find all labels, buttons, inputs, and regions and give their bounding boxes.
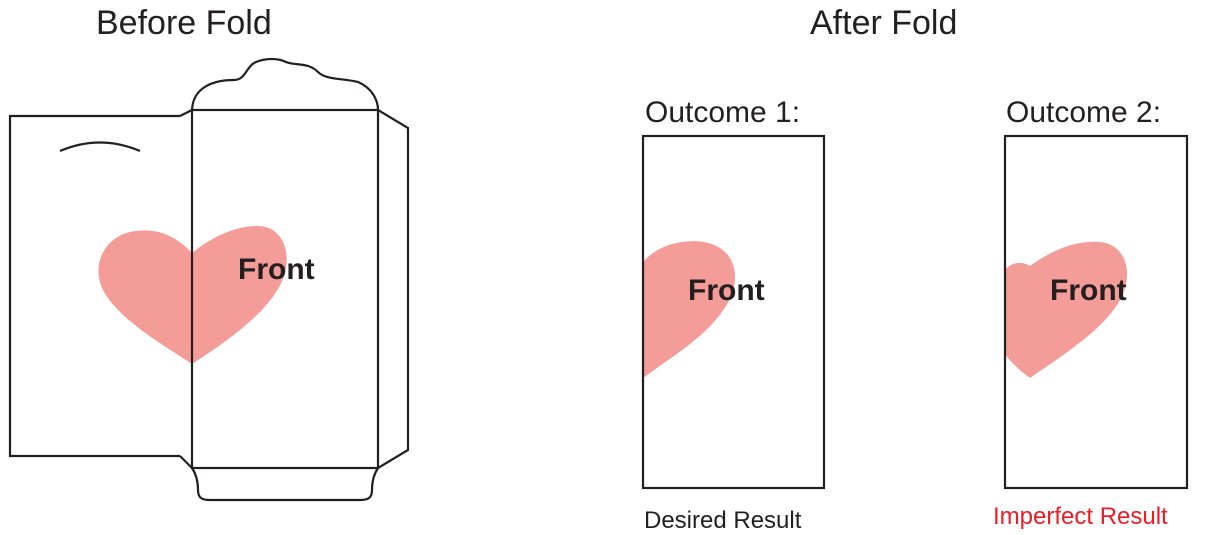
front-label-before: Front: [238, 253, 315, 286]
outcome-1-card-outline: [641, 134, 826, 490]
top-scalloped-flap: [190, 57, 380, 111]
outcome-2-card-outline: [1003, 134, 1189, 490]
outcome-2-label: Outcome 2:: [1006, 96, 1162, 129]
bottom-flap: [191, 467, 379, 502]
left-flap-joint: [179, 109, 193, 469]
heart-shape-outcome-1: [643, 241, 736, 378]
front-label-outcome-2: Front: [1050, 274, 1127, 307]
unfolded-envelope-template: Front: [8, 57, 410, 502]
outcome-1-label: Outcome 1:: [645, 96, 801, 129]
front-label-outcome-1: Front: [688, 274, 765, 307]
desired-result-caption: Desired Result: [644, 507, 802, 534]
heart-shape-outcome-2: [1005, 241, 1127, 378]
imperfect-result-caption: Imperfect Result: [993, 503, 1168, 530]
left-flap-outline: [8, 114, 180, 458]
outcome-1-folded-card: Front: [641, 134, 826, 490]
front-panel-outline: [190, 108, 380, 470]
before-fold-title: Before Fold: [96, 4, 272, 42]
slot-curve: [59, 141, 141, 153]
after-fold-title: After Fold: [810, 4, 958, 42]
outcome-2-folded-card: Front: [1003, 134, 1189, 490]
right-side-tab: [377, 109, 410, 469]
